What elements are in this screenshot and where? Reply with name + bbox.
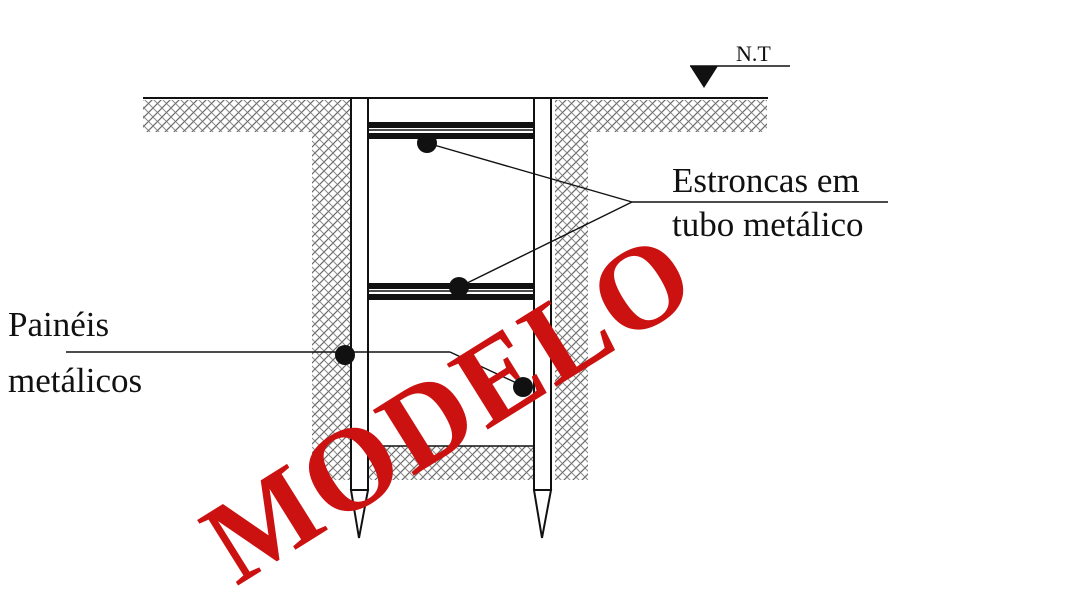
soil-wall-right: [555, 132, 588, 480]
soil-surface-right: [555, 100, 767, 132]
panels-label-line1: Painéis: [8, 305, 109, 344]
panels-label-line2: metálicos: [8, 361, 142, 400]
soil-hatching: [143, 100, 767, 480]
metal-panel-left: [349, 97, 370, 539]
struts-leader-lines: [417, 133, 888, 297]
soil-surface-left: [143, 100, 351, 132]
panels-leader-lines: [66, 345, 533, 397]
watermark-stamp: MODELO: [181, 206, 716, 600]
soil-wall-left: [312, 132, 351, 480]
ground-level-label: N.T: [736, 41, 771, 66]
soil-trench-bottom: [369, 446, 534, 480]
struts-label-line1: Estroncas em: [672, 161, 860, 200]
level-triangle-icon: [690, 66, 718, 88]
ground-level-marker: N.T: [690, 41, 790, 88]
metal-panel-right: [532, 97, 553, 539]
struts-label-line2: tubo metálico: [672, 205, 863, 244]
strut-top: [368, 122, 534, 139]
